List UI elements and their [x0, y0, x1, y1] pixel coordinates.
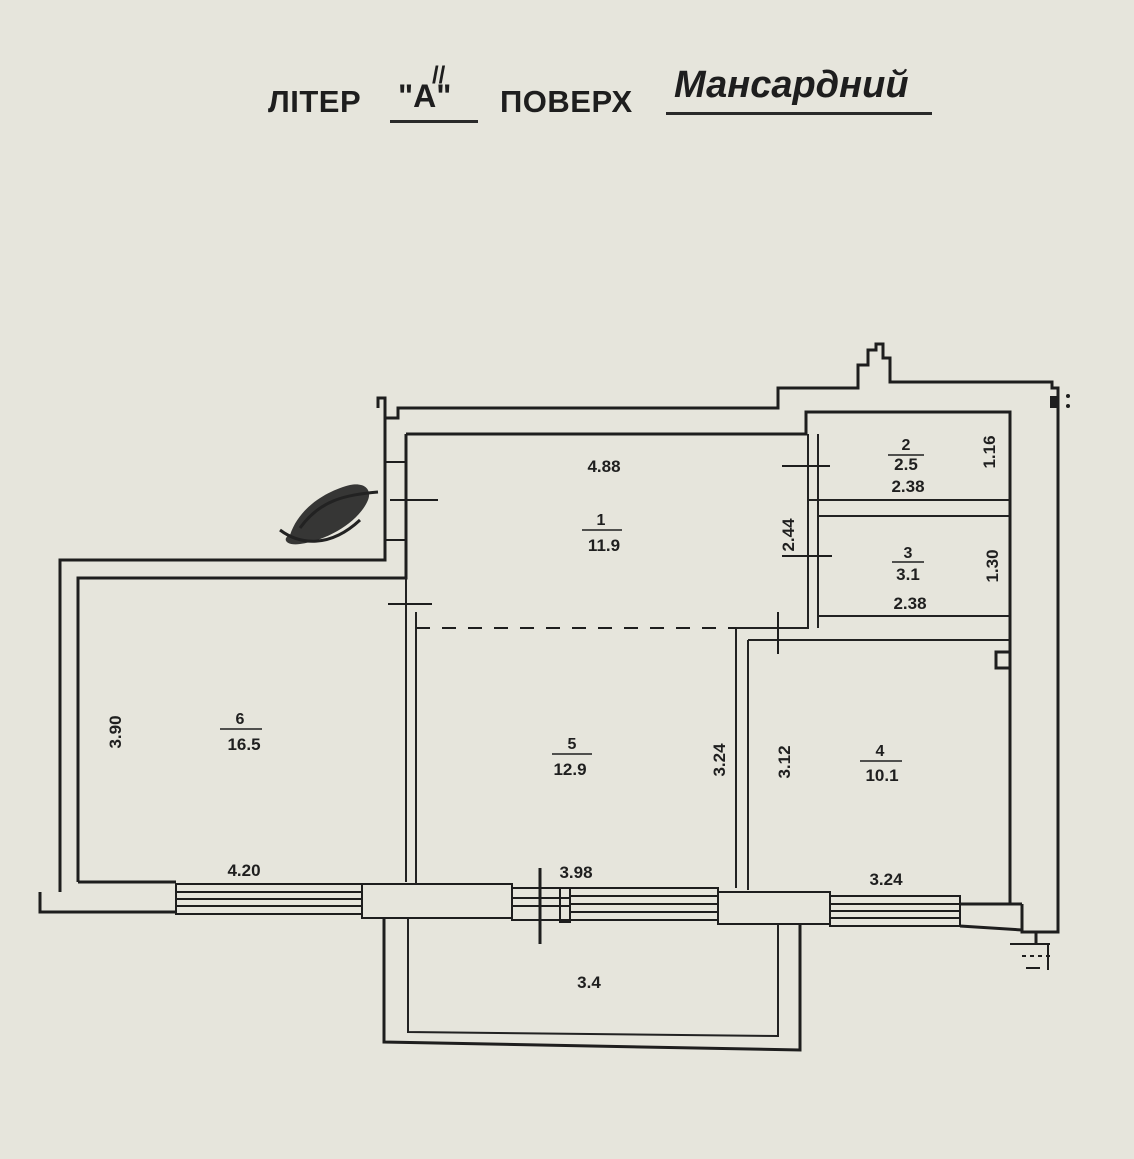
room-4-area: 10.1 [865, 766, 898, 785]
interior-walls [405, 434, 1012, 890]
pier-bottom-1 [361, 883, 513, 919]
liter-prime-mark: // [432, 62, 446, 89]
room-2-area: 2.5 [894, 455, 918, 474]
room-6-area: 16.5 [227, 735, 260, 754]
dim-room4-width: 3.24 [869, 870, 903, 889]
floor-underline [666, 112, 932, 115]
inner-wall-left [76, 434, 408, 882]
room-6-label: 6 16.5 [220, 711, 262, 754]
dim-room6-depth: 3.90 [106, 715, 125, 748]
room-2-number: 2 [902, 437, 911, 454]
room-5-label: 5 12.9 [552, 736, 592, 779]
door-marks [386, 461, 832, 654]
liter-value: "А" [398, 78, 452, 114]
dim-room1-depth: 2.44 [779, 518, 798, 552]
dim-room2-width: 2.38 [891, 477, 924, 496]
room-4-number: 4 [876, 743, 885, 760]
dimension-labels: 4.88 2.44 2.38 1.16 2.38 1.30 3.24 3.1 2 … [106, 435, 1002, 992]
scribble-mark [279, 484, 379, 545]
room-3-area: 3.1 [896, 565, 920, 584]
plan-header: ЛІТЕР "А" // ПОВЕРХ Мансардний [268, 60, 968, 130]
room-5-number: 5 [568, 736, 577, 753]
outer-wall-bottom-right [1020, 904, 1038, 944]
dim-room6-width: 4.20 [227, 861, 260, 880]
dim-room5-depth: 3.24 [710, 743, 729, 777]
window-room6 [175, 883, 363, 915]
outer-wall-left [58, 418, 387, 892]
room-3-label: 3 3.1 [892, 545, 924, 584]
outer-wall-top-right [376, 342, 1060, 934]
liter-label: ЛІТЕР [268, 84, 362, 119]
room-1-number: 1 [597, 512, 606, 529]
liter-underline [390, 120, 478, 123]
room-1-label: 1 11.9 [582, 512, 622, 555]
dim-room3-width: 2.38 [893, 594, 926, 613]
outer-walls [38, 342, 1060, 944]
room-1-area: 11.9 [588, 536, 620, 555]
room-3-number: 3 [904, 545, 913, 562]
dim-room5-width: 3.98 [559, 863, 592, 882]
room-4-label: 4 10.1 [860, 743, 902, 785]
window-room5 [569, 887, 719, 921]
balcony [382, 918, 802, 1052]
dim-room3-depth: 1.30 [983, 549, 1002, 582]
floor-value: Мансардний [674, 64, 909, 106]
room-6-number: 6 [236, 711, 245, 728]
dim-room4-depth: 3.12 [775, 745, 794, 778]
corner-symbols [1010, 394, 1070, 970]
inner-wall-top-right [406, 410, 1012, 904]
balcony-area: 3.4 [577, 973, 601, 992]
outer-wall-bottom-left [38, 892, 176, 914]
dim-room2-depth: 1.16 [980, 435, 999, 468]
outer-wall-bottom-right-2 [959, 924, 1023, 932]
pier-bottom-2 [717, 891, 831, 925]
room-5-area: 12.9 [553, 760, 586, 779]
window-room4 [829, 895, 961, 927]
dim-room1-width: 4.88 [587, 457, 620, 476]
floor-label: ПОВЕРХ [500, 84, 633, 119]
room-2-label: 2 2.5 [888, 437, 924, 474]
